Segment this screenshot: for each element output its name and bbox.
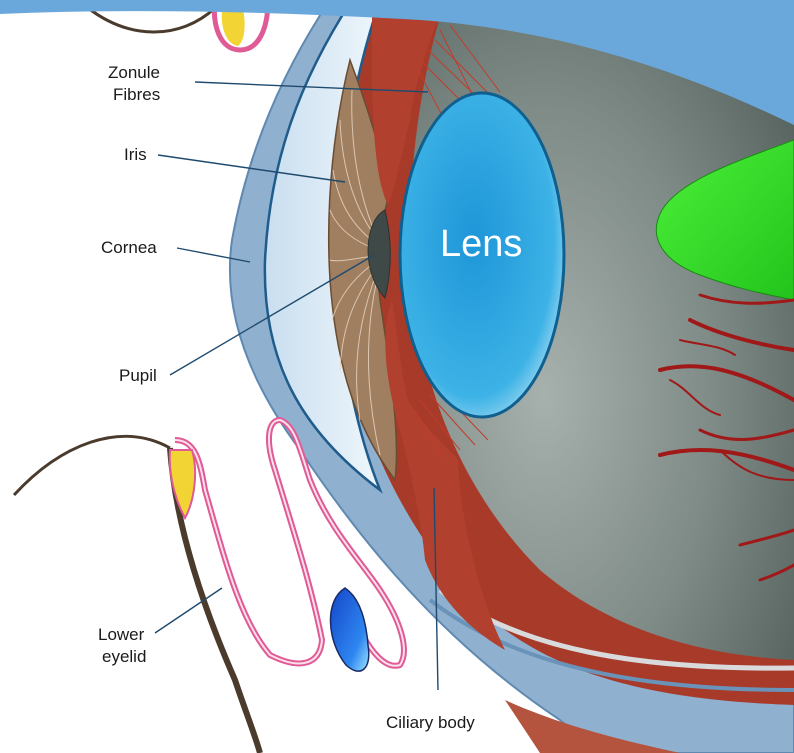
lower-lash	[14, 436, 170, 495]
pupil-label: Pupil	[119, 366, 157, 385]
zonule-fibres-label-line2: Fibres	[113, 85, 160, 104]
ciliary-body-label: Ciliary body	[386, 713, 475, 732]
zonule-fibres-label-line1: Zonule	[108, 63, 160, 82]
lower-eyelid-label: Lower eyelid	[98, 625, 149, 666]
zonule-fibres-label: Zonule Fibres	[108, 63, 165, 104]
meibomian-gland	[170, 450, 195, 518]
cornea-label: Cornea	[101, 238, 157, 257]
iris-label: Iris	[124, 145, 147, 164]
lower-eyelid-label-line2: eyelid	[102, 647, 146, 666]
lower-eyelid-label-line1: Lower	[98, 625, 145, 644]
lens-label: Lens	[440, 223, 522, 265]
upper-lash	[88, 8, 215, 32]
tear-drop	[330, 588, 368, 671]
